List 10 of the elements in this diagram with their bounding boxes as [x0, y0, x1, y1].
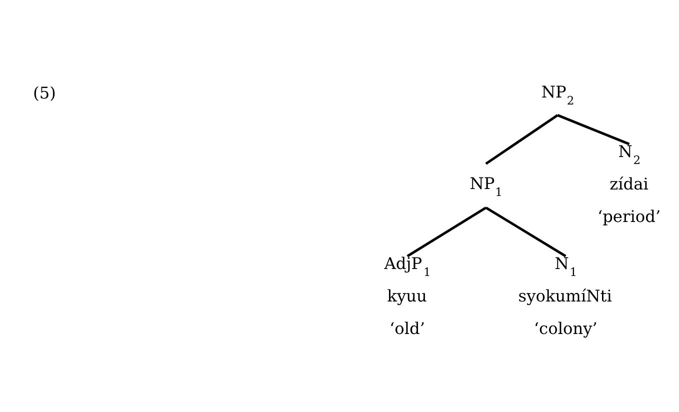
node-text: N$_{2}$ zídai ‘period’: [597, 142, 661, 226]
node-text: NP$_{2}$: [541, 82, 574, 108]
connector: [485, 206, 566, 257]
node-text: AdjP$_{1}$ kyuu ‘old’: [384, 254, 431, 338]
connector: [557, 114, 630, 145]
label: (5): [33, 83, 56, 102]
node-text: N$_{1}$ syokumíNti ‘colony’: [518, 254, 612, 338]
connector: [406, 206, 487, 257]
connector: [485, 114, 558, 164]
node-text: NP$_{1}$: [470, 173, 503, 198]
